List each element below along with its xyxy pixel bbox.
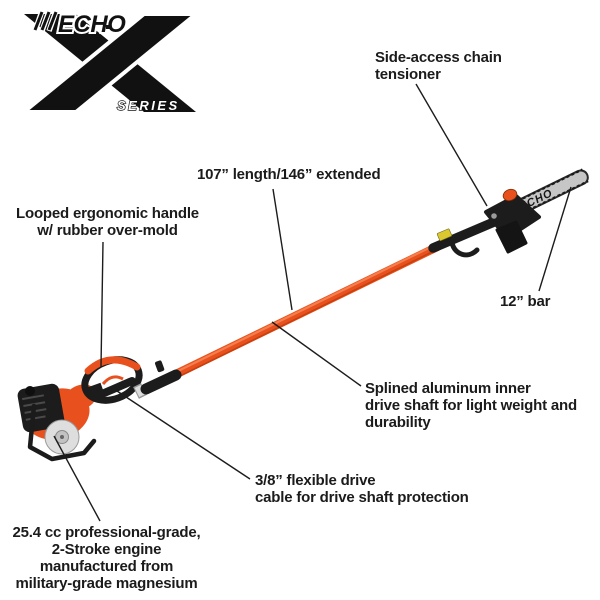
callout-line: w/ rubber over-mold bbox=[37, 222, 178, 239]
leader-length bbox=[272, 188, 293, 311]
chain-tensioner-knob bbox=[502, 188, 518, 202]
saw-head: ECHO bbox=[484, 168, 589, 254]
callout-handle: Looped ergonomic handle w/ rubber over-m… bbox=[14, 205, 201, 239]
callout-line: Looped ergonomic handle bbox=[16, 205, 199, 222]
callout-bar: 12” bar bbox=[500, 293, 550, 310]
registered-trademark-dot bbox=[106, 25, 110, 29]
logo-stripes-icon bbox=[32, 10, 59, 32]
leader-bar bbox=[538, 186, 572, 292]
leader-handle bbox=[100, 241, 104, 368]
housing-guard bbox=[495, 220, 528, 254]
starter-bolt bbox=[60, 435, 64, 439]
callout-drive-cable: 3/8” flexible drive cable for drive shaf… bbox=[255, 472, 469, 506]
callout-leader-lines bbox=[53, 83, 572, 522]
coupler-body bbox=[140, 369, 182, 395]
callout-engine: 25.4 cc professional-grade, 2-Stroke eng… bbox=[8, 524, 205, 592]
chain-top bbox=[502, 168, 583, 210]
callout-line: durability bbox=[365, 414, 431, 431]
handle-rubber-overmold bbox=[84, 356, 141, 375]
warning-label bbox=[436, 228, 452, 242]
upper-shaft bbox=[428, 217, 499, 258]
handle-trigger bbox=[101, 375, 124, 385]
leader-chain-tensioner bbox=[415, 83, 488, 207]
leader-drive-cable bbox=[113, 388, 251, 480]
engine bbox=[17, 382, 104, 462]
callout-line: 3/8” flexible drive bbox=[255, 472, 376, 489]
callout-chain-tensioner: Side-access chain tensioner bbox=[375, 49, 502, 83]
callout-line: tensioner bbox=[375, 66, 441, 83]
callout-line: 2-Stroke engine bbox=[51, 541, 162, 558]
logo-x-slash-arm bbox=[18, 12, 202, 114]
coupler-knob bbox=[155, 360, 165, 373]
branch-hook bbox=[449, 240, 480, 258]
shaft-coupler bbox=[133, 360, 182, 399]
callout-length: 107” length/146” extended bbox=[197, 166, 381, 183]
housing-bolt bbox=[491, 213, 497, 219]
series-label: SERIES bbox=[117, 98, 180, 113]
brand-logo-text: ECHO bbox=[58, 11, 126, 38]
main-shaft bbox=[165, 242, 442, 382]
pole-saw: ECHO bbox=[17, 168, 589, 462]
callout-line: 25.4 cc professional-grade, bbox=[12, 524, 201, 541]
callout-line: 12” bar bbox=[500, 293, 551, 310]
looped-handle bbox=[81, 356, 143, 404]
leader-engine bbox=[53, 435, 101, 522]
x-series-logo: ECHO SERIES bbox=[18, 9, 202, 114]
engine-guard-frame bbox=[27, 403, 97, 462]
handle-base bbox=[91, 377, 136, 401]
chain-bottom bbox=[508, 180, 589, 221]
callout-line: drive shaft for light weight and bbox=[365, 397, 577, 414]
callout-line: cable for drive shaft protection bbox=[255, 489, 469, 506]
callout-line: military-grade magnesium bbox=[15, 575, 198, 592]
callout-line: Side-access chain bbox=[375, 49, 502, 66]
callout-line: Splined aluminum inner bbox=[365, 380, 531, 397]
callout-line: manufactured from bbox=[39, 558, 174, 575]
fuel-cap bbox=[25, 386, 35, 396]
callout-drive-shaft: Splined aluminum inner drive shaft for l… bbox=[365, 380, 577, 431]
leader-drive-shaft bbox=[271, 321, 362, 387]
callout-line: 107” length/146” extended bbox=[197, 166, 381, 183]
